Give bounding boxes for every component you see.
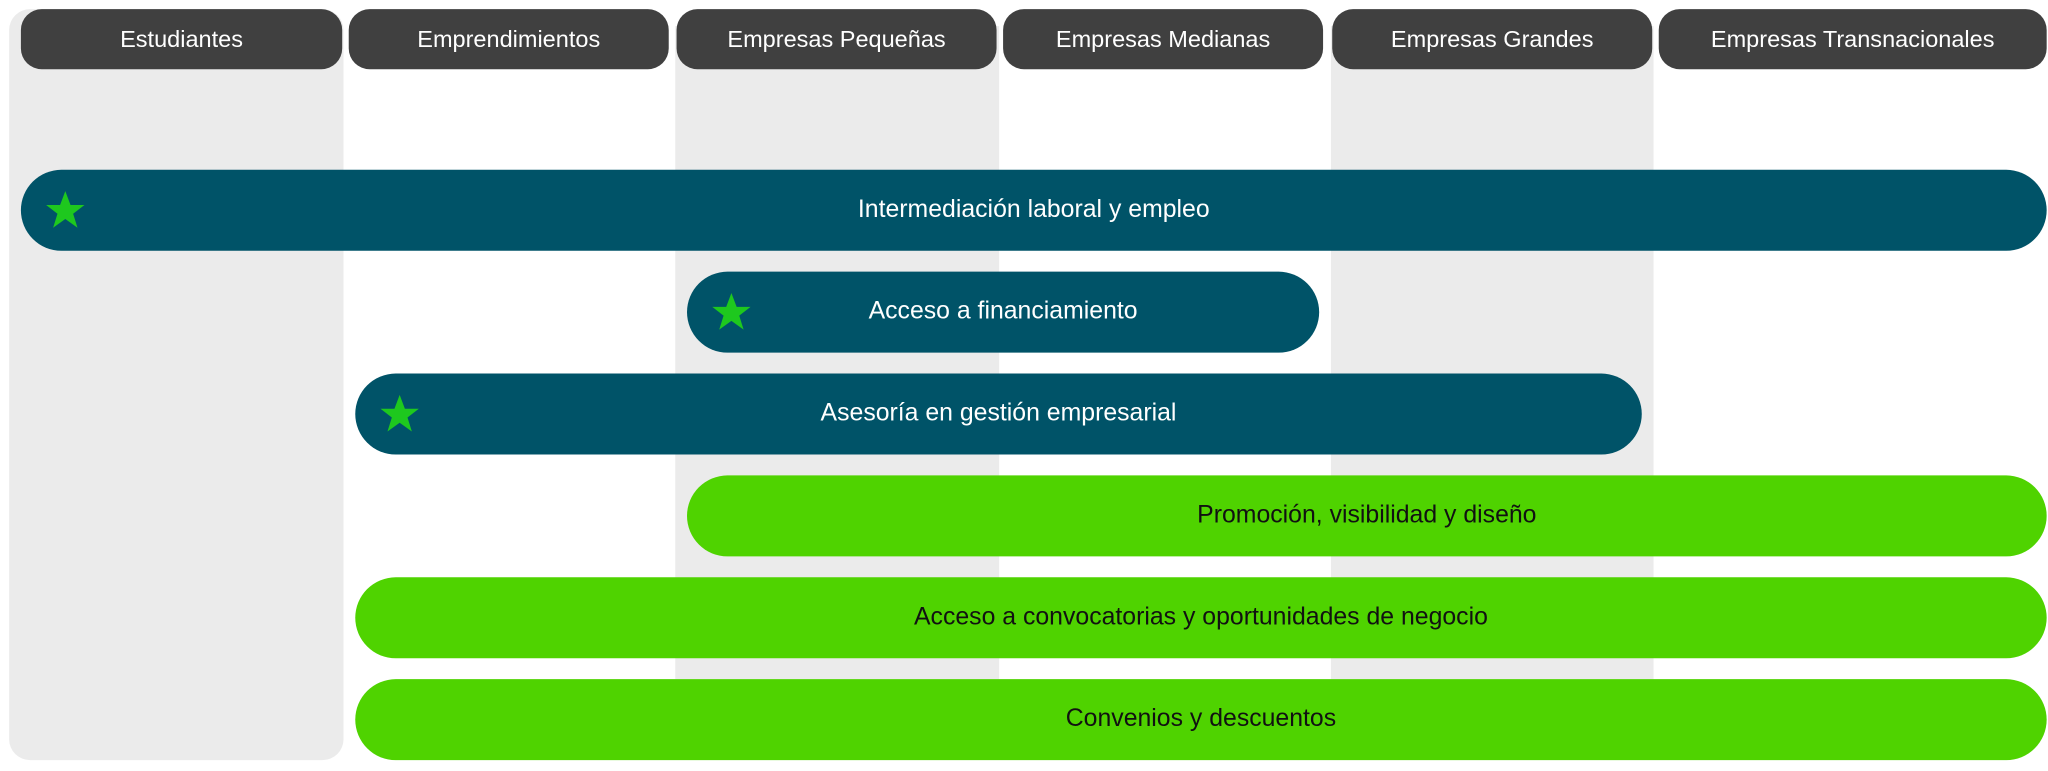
header-empresas-grandes: Empresas Grandes	[1332, 9, 1653, 70]
service-convocatorias: Acceso a convocatorias y oportunidades d…	[355, 577, 2047, 659]
service-financiamiento: Acceso a financiamiento	[687, 271, 1320, 353]
service-label: Acceso a financiamiento	[868, 297, 1138, 326]
service-intermediacion: Intermediación laboral y empleo	[20, 169, 2047, 251]
service-promocion: Promoción, visibilidad y diseño	[687, 475, 2047, 557]
header-empresas-transnacionales: Empresas Transnacionales	[1658, 9, 2047, 70]
header-emprendimientos: Emprendimientos	[348, 9, 669, 70]
service-label: Promoción, visibilidad y diseño	[1197, 501, 1537, 529]
service-label: Asesoría en gestión empresarial	[820, 399, 1177, 428]
service-label: Intermediación laboral y empleo	[857, 195, 1210, 224]
service-asesoria: Asesoría en gestión empresarial	[355, 373, 1642, 455]
service-label: Acceso a convocatorias y oportunidades d…	[914, 603, 1488, 631]
star-icon	[712, 293, 751, 330]
star-icon	[46, 191, 85, 228]
header-empresas-medianas: Empresas Medianas	[1003, 9, 1324, 70]
service-convenios: Convenios y descuentos	[355, 679, 2047, 761]
column-shade-estudiantes	[9, 9, 344, 761]
service-label: Convenios y descuentos	[1065, 705, 1337, 733]
column-shade-grandes	[1330, 26, 1654, 680]
header-empresas-pequenas: Empresas Pequeñas	[676, 9, 997, 70]
star-icon	[380, 394, 419, 432]
header-estudiantes: Estudiantes	[20, 9, 343, 70]
